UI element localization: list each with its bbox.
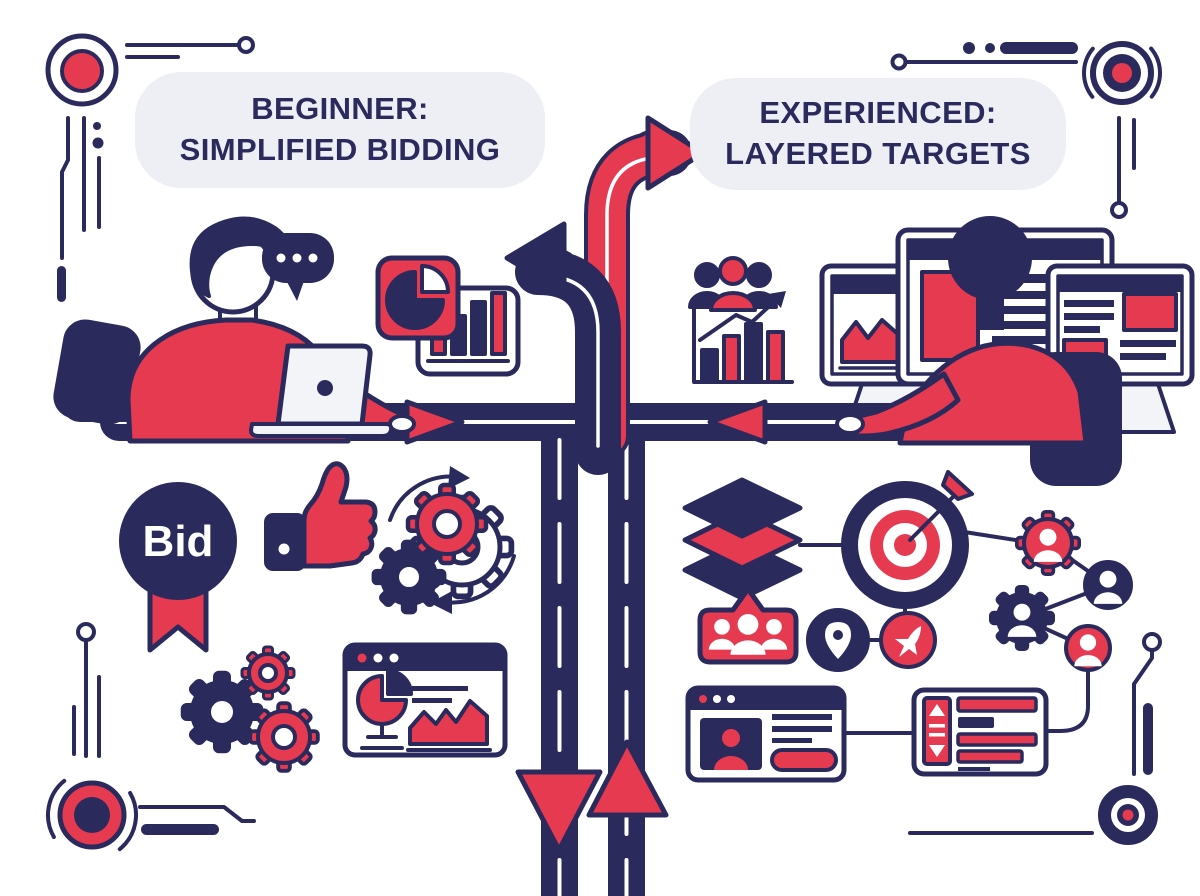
beginner-title-line2: SIMPLIFIED BIDDING	[179, 132, 501, 167]
road-arrow-down	[515, 769, 603, 853]
fork-arrow-navy	[504, 221, 621, 475]
experienced-title-line2: LAYERED TARGETS	[725, 136, 1031, 171]
list-slider-card-icon	[911, 687, 1049, 777]
bid-label: Bid	[143, 517, 214, 566]
road-arrow-up	[586, 739, 669, 818]
circuit-decoration-bottom-left	[45, 622, 256, 861]
bid-badge: Bid	[119, 482, 237, 653]
road-arrow-left	[707, 399, 768, 445]
audience-badge-icon	[697, 586, 799, 665]
pie-chart-icon	[375, 255, 461, 341]
audience-icon	[688, 256, 778, 312]
beginner-title-line1: BEGINNER:	[251, 91, 429, 127]
experienced-title-line1: EXPERIENCED:	[759, 95, 997, 131]
speech-bubble-icon	[262, 233, 334, 301]
layers-icon	[682, 477, 803, 601]
thumbs-up-icon	[264, 461, 378, 571]
experienced-person	[835, 216, 1122, 486]
growth-chart-icon	[692, 291, 794, 384]
circuit-decoration-top-left	[45, 33, 255, 302]
profile-window-icon	[685, 685, 847, 783]
fork-arrow-red	[584, 115, 706, 459]
experienced-title-pill: EXPERIENCED: LAYERED TARGETS	[690, 78, 1066, 190]
analytics-window-icon	[342, 642, 508, 758]
gear-sync-icon	[374, 466, 516, 614]
gears-cluster-icon	[183, 645, 320, 773]
network-people-gears-icon	[988, 509, 1133, 672]
beginner-title-pill: BEGINNER: SIMPLIFIED BIDDING	[135, 72, 545, 188]
location-pin-icon	[806, 608, 870, 672]
beginner-person	[53, 216, 416, 444]
circuit-decoration-top-right	[890, 33, 1162, 219]
plane-icon	[879, 611, 937, 669]
road-vertical-right	[608, 424, 645, 896]
target-dart-icon	[841, 470, 974, 609]
circuit-decoration-bottom-right	[908, 632, 1162, 845]
